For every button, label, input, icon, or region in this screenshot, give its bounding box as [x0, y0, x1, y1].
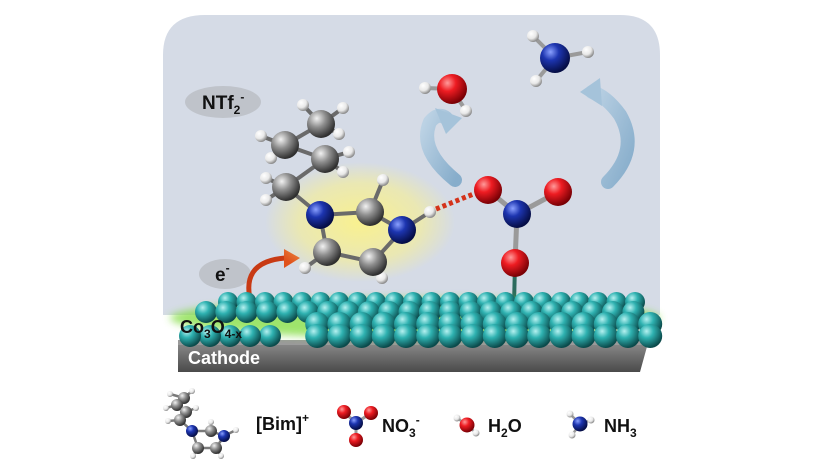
cobalt-atom [593, 324, 618, 348]
co3o4-catalyst-layer [170, 292, 663, 348]
cobalt-atom [482, 324, 507, 348]
cobalt-atom [438, 324, 463, 348]
water-molecule [419, 74, 472, 117]
legend-water-label: H2O [488, 416, 522, 440]
cobalt-atom [460, 324, 485, 348]
cobalt-atom [195, 301, 217, 323]
catalyst-label: Co3O4-x [180, 317, 242, 341]
legend-ammonia-label: NH3 [604, 416, 637, 440]
legend-ammonia-icon [566, 410, 595, 439]
cobalt-atom [527, 324, 552, 348]
cobalt-atom [327, 324, 352, 348]
cycle-arrow-right [580, 78, 635, 189]
cobalt-atom [616, 324, 640, 348]
svg-text:e-: e- [215, 261, 230, 286]
cobalt-atom [219, 325, 241, 347]
cobalt-atom [256, 301, 279, 323]
legend-bim-icon [163, 388, 239, 459]
cobalt-atom [199, 325, 221, 347]
cobalt-atom [276, 301, 299, 323]
cobalt-atom [259, 325, 281, 347]
adsorbed-nitrate-molecule [474, 176, 572, 307]
cobalt-atom [638, 324, 663, 348]
interaction-glow [265, 162, 455, 282]
ammonia-molecule [527, 30, 594, 87]
ntf2-anion-label: NTf2- [185, 86, 261, 118]
svg-text:NTf2-: NTf2- [202, 90, 244, 117]
legend-water-icon [453, 414, 480, 437]
electron-label: e- [199, 259, 251, 289]
bim-cation-molecule [255, 99, 436, 284]
cobalt-atom [416, 324, 441, 348]
cobalt-atom [549, 324, 574, 348]
legend: [Bim]+ NO3- H2O [163, 388, 637, 459]
cobalt-atom [349, 324, 374, 348]
legend-nitrate-label: NO3- [382, 413, 420, 440]
legend-bim-label: [Bim]+ [256, 411, 309, 434]
hydrogen-bond [435, 190, 477, 212]
cobalt-atom [394, 324, 418, 348]
legend-nitrate-icon [337, 405, 378, 447]
cycle-arrow-left [420, 108, 462, 187]
cobalt-atom [179, 325, 201, 347]
cobalt-atom [235, 301, 258, 323]
cobalt-atom [239, 325, 261, 347]
cathode-label: Cathode [188, 348, 260, 368]
cobalt-atom [571, 324, 596, 348]
cobalt-atom [215, 301, 238, 323]
cobalt-atom [305, 324, 330, 348]
cobalt-atom [505, 324, 529, 348]
cobalt-atom [371, 324, 396, 348]
